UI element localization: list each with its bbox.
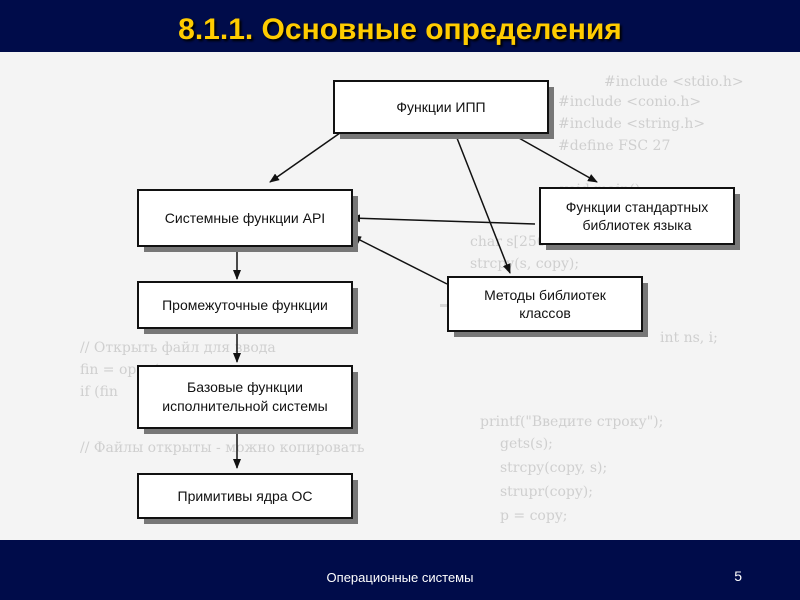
background-text-layer: #include <stdio.h> #include <conio.h> #i… [80, 74, 744, 524]
node-intermediate: Промежуточные функции [137, 281, 358, 334]
background-text-line: p = copy; [500, 508, 567, 524]
slide-title: 8.1.1. Основные определения [178, 13, 622, 46]
node-label: классов [519, 305, 571, 321]
arrow-ipp-to-api [269, 132, 341, 183]
node-label: Системные функции API [165, 210, 325, 226]
background-text-line: #define FSC 27 [558, 138, 670, 154]
box [333, 80, 549, 134]
background-text-line: if (fin [80, 384, 118, 400]
background-text-line: strcpy(s, copy); [470, 256, 579, 272]
background-text-line: // Открыть файл для ввода [80, 340, 276, 356]
box [447, 276, 643, 332]
background-text-line: #include <string.h> [558, 116, 705, 132]
node-api: Системные функции API [137, 189, 358, 252]
background-text-line: #include <stdio.h> [604, 74, 744, 90]
footer-text: Операционные системы [326, 570, 474, 585]
node-label: Базовые функции [187, 379, 303, 395]
node-label: Примитивы ядра ОС [178, 488, 313, 504]
node-label: Промежуточные функции [162, 297, 328, 313]
node-label: библиотек языка [582, 217, 691, 233]
node-label: исполнительной системы [162, 398, 327, 414]
background-text-line: gets(s); [500, 436, 553, 452]
background-text-line: char s[256]; [470, 234, 556, 250]
node-label: Функции ИПП [396, 99, 485, 115]
diagram-svg: #include <stdio.h> #include <conio.h> #i… [80, 74, 744, 524]
arrow-stdlib-to-api [350, 214, 536, 225]
box [137, 365, 353, 429]
node-primitives: Примитивы ядра ОС [137, 473, 358, 524]
slide-footer: Операционные системы 5 [0, 540, 800, 600]
background-text-line: strcpy(copy, s); [500, 460, 607, 476]
box [137, 281, 353, 329]
node-label: Функции стандартных [566, 199, 708, 215]
connector-layer [233, 132, 598, 469]
box [539, 187, 735, 245]
box [137, 189, 353, 247]
node-classlib: Методы библиотек классов [447, 276, 648, 337]
box [137, 473, 353, 519]
background-text-line: strupr(copy); [500, 484, 593, 500]
page-number: 5 [734, 568, 742, 584]
arrow-ipp-to-classlib [454, 132, 511, 274]
node-base: Базовые функции исполнительной системы [137, 365, 358, 434]
arrow-ipp-to-stdlib [509, 132, 598, 183]
background-text-line: printf("Введите строку"); [480, 414, 663, 430]
background-text-line: #include <conio.h> [558, 94, 701, 110]
node-label: Методы библиотек [484, 287, 607, 303]
arrow-classlib-to-api [351, 235, 448, 285]
diagram-scan: #include <stdio.h> #include <conio.h> #i… [0, 52, 800, 540]
background-text-line: // Файлы открыты - можно копировать [80, 440, 365, 456]
node-stdlib: Функции стандартных библиотек языка [539, 187, 740, 250]
background-text-line: int ns, i; [660, 330, 718, 346]
node-ipp: Функции ИПП [333, 80, 554, 139]
